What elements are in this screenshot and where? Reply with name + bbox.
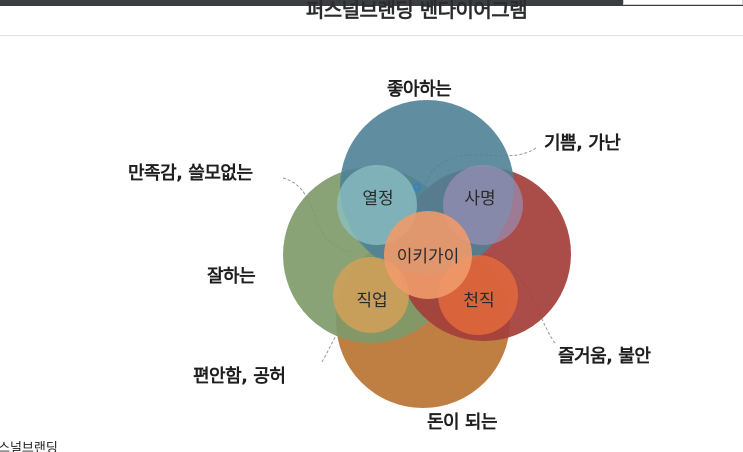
label-comfort-emptiness: 편안함, 공허 <box>193 366 286 387</box>
label-joy-poverty: 기쁨, 가난 <box>544 133 621 154</box>
overlap-center <box>384 211 472 299</box>
connector-bottom-left <box>321 279 381 363</box>
label-fun-anxiety: 즐거움, 불안 <box>558 346 651 367</box>
region-mission: 사명 <box>464 189 495 209</box>
region-passion: 열정 <box>362 189 393 209</box>
label-good-at: 잘하는 <box>207 266 256 287</box>
label-satisfaction-useless: 만족감, 쓸모없는 <box>128 163 253 184</box>
footer-caption: 스널브랜딩 <box>0 441 58 452</box>
cursor-marker <box>413 183 421 191</box>
region-vocation: 천직 <box>463 291 494 311</box>
slide-header: 퍼스널브랜딩 벤다이어그램 <box>0 0 743 36</box>
slide-title: 퍼스널브랜딩 벤다이어그램 <box>305 0 528 22</box>
label-paid: 돈이 되는 <box>427 412 498 433</box>
region-profession: 직업 <box>356 291 387 311</box>
label-love: 좋아하는 <box>387 79 452 100</box>
overlap-mission <box>443 165 523 245</box>
region-center: 이키가이 <box>397 247 460 267</box>
window-top-bar <box>0 0 743 6</box>
